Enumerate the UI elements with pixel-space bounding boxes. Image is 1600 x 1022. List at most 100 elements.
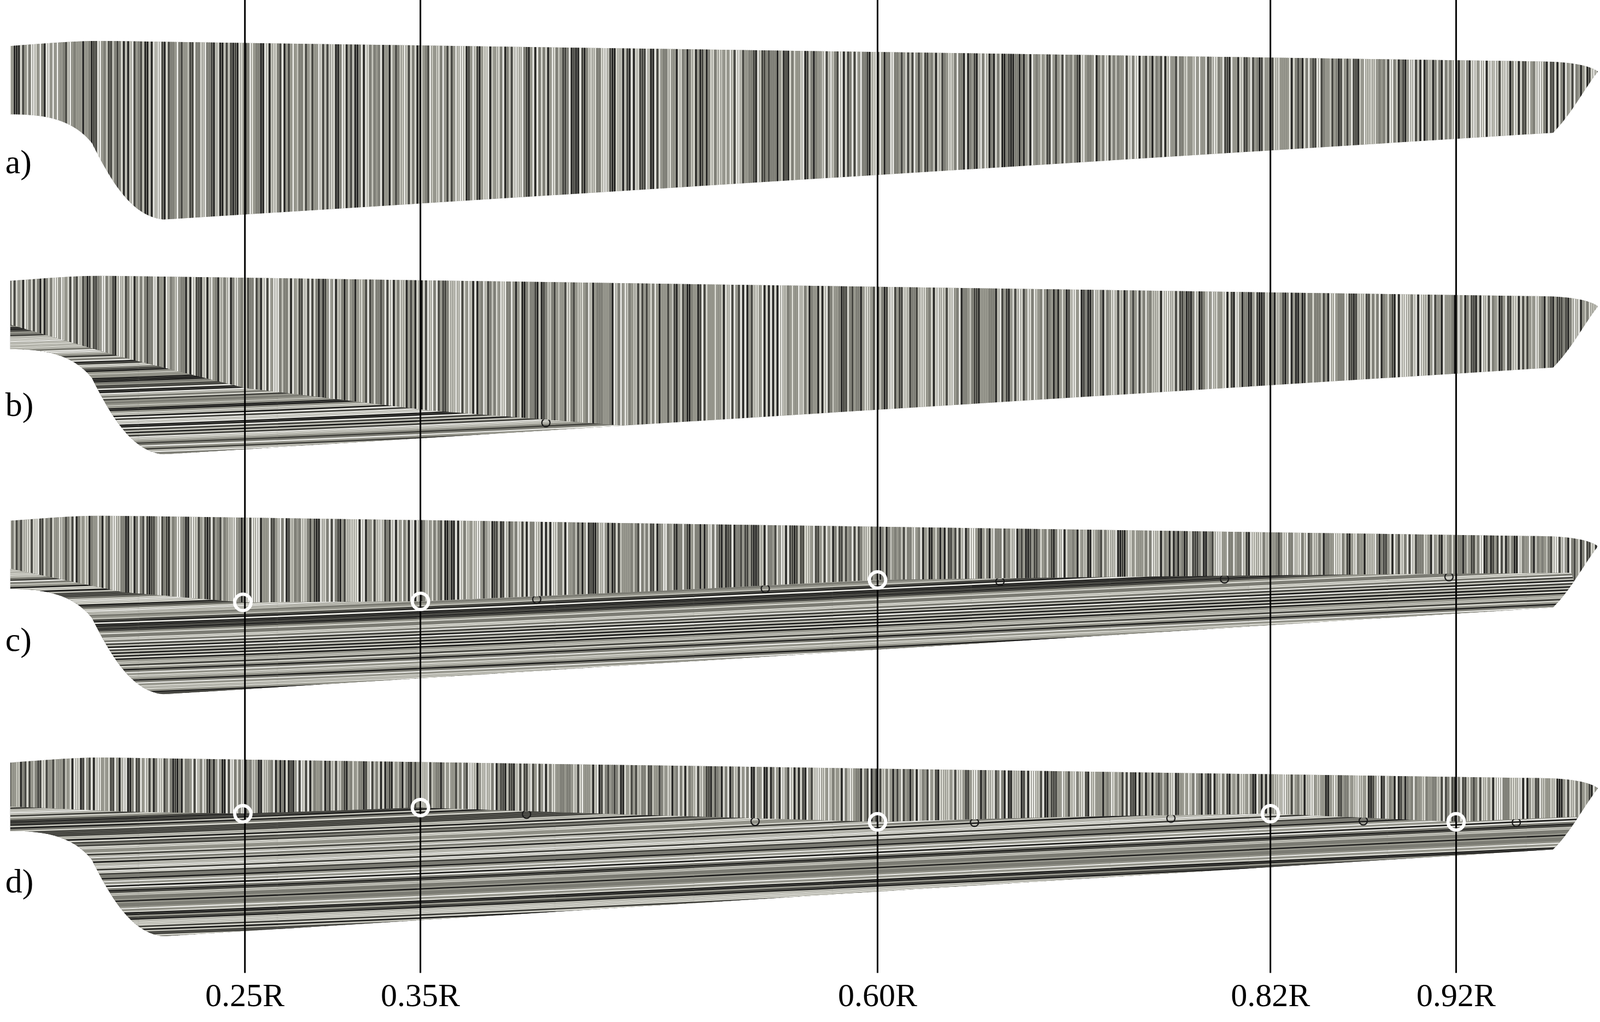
separated-streak: [0, 170, 1600, 243]
surface-streak: [1233, 265, 1235, 470]
separated-streak: [0, 392, 1600, 465]
surface-streak: [1556, 265, 1558, 470]
surface-streak: [1593, 30, 1595, 235]
surface-streak: [639, 30, 641, 235]
surface-streak: [54, 505, 56, 710]
surface-streak: [686, 30, 688, 235]
surface-streak: [795, 265, 797, 470]
surface-streak: [832, 30, 834, 235]
surface-streak: [440, 265, 442, 470]
surface-streak: [596, 265, 598, 470]
separated-streak: [0, 369, 1600, 442]
surface-streak: [294, 30, 296, 235]
surface-streak: [735, 265, 737, 470]
surface-streak: [564, 265, 566, 470]
surface-streak: [995, 265, 997, 470]
surface-streak: [393, 30, 395, 235]
surface-streak: [526, 30, 528, 235]
surface-streak: [988, 30, 990, 235]
surface-streak: [408, 30, 410, 235]
surface-streak: [1044, 265, 1046, 470]
surface-streak: [551, 265, 553, 470]
surface-streak: [789, 265, 791, 470]
surface-streak: [971, 30, 973, 235]
surface-streak: [930, 30, 932, 235]
surface-streak: [864, 30, 866, 235]
separated-streak: [0, 310, 1600, 382]
surface-streak: [1374, 265, 1376, 470]
separated-streak: [0, 440, 1600, 512]
surface-streak: [888, 30, 890, 235]
surface-streak: [1428, 30, 1430, 235]
surface-streak: [1076, 30, 1078, 235]
surface-streak: [1336, 265, 1338, 470]
separated-streak: [0, 362, 1600, 434]
surface-streak: [586, 265, 588, 470]
surface-streak: [609, 30, 611, 235]
surface-streak: [7, 30, 9, 235]
surface-streak: [845, 265, 847, 470]
surface-streak: [905, 265, 907, 470]
surface-streak: [999, 30, 1001, 235]
surface-streak: [1389, 265, 1391, 470]
surface-streak: [382, 30, 384, 235]
surface-streak: [646, 30, 648, 235]
surface-streak: [1443, 265, 1445, 470]
surface-streak: [1134, 265, 1136, 470]
surface-streak: [1091, 30, 1094, 235]
surface-streak: [378, 30, 380, 235]
surface-streak: [1441, 30, 1443, 235]
surface-streak: [28, 505, 31, 710]
surface-streak: [1284, 30, 1286, 235]
surface-streak: [1520, 30, 1522, 235]
surface-streak: [1104, 30, 1106, 235]
surface-streak: [927, 265, 929, 470]
surface-streak: [1421, 30, 1424, 235]
surface-streak: [716, 265, 718, 470]
surface-streak: [1372, 30, 1374, 235]
surface-streak: [674, 265, 676, 470]
surface-streak: [487, 30, 489, 235]
surface-streak: [1256, 30, 1259, 235]
surface-streak: [927, 30, 929, 235]
surface-streak: [834, 265, 836, 470]
surface-streak: [894, 265, 896, 470]
surface-streak: [1262, 30, 1265, 235]
surface-streak: [1094, 30, 1096, 235]
separated-streak: [0, 287, 1600, 359]
surface-streak: [973, 30, 976, 235]
surface-streak: [678, 265, 680, 470]
surface-streak: [809, 30, 811, 235]
surface-streak: [372, 30, 374, 235]
surface-streak: [958, 265, 960, 470]
surface-streak: [24, 505, 26, 710]
surface-streak: [1364, 265, 1366, 470]
surface-streak: [1438, 30, 1440, 235]
surface-streak: [1370, 30, 1372, 235]
surface-streak: [682, 30, 684, 235]
surface-streak: [414, 30, 416, 235]
surface-streak: [1522, 265, 1524, 470]
surface-streak: [969, 30, 971, 235]
separated-streak: [0, 420, 1600, 493]
surface-streak: [1479, 265, 1481, 470]
surface-streak: [142, 30, 144, 235]
surface-streak: [318, 30, 320, 235]
surface-streak: [39, 265, 41, 470]
surface-streak: [613, 265, 616, 470]
surface-streak: [1029, 265, 1031, 470]
surface-streak: [836, 30, 838, 235]
surface-streak: [35, 30, 37, 235]
surface-streak: [802, 265, 804, 470]
surface-streak: [575, 265, 577, 470]
surface-streak: [646, 265, 648, 470]
surface-streak: [1246, 30, 1248, 235]
surface-streak: [858, 265, 860, 470]
surface-streak: [356, 30, 358, 235]
blade-ground: [0, 474, 1600, 720]
separated-streak: [0, 126, 1600, 199]
surface-streak: [853, 265, 855, 470]
surface-streak: [997, 30, 999, 235]
surface-streak: [1342, 30, 1344, 235]
surface-streak: [789, 30, 791, 235]
